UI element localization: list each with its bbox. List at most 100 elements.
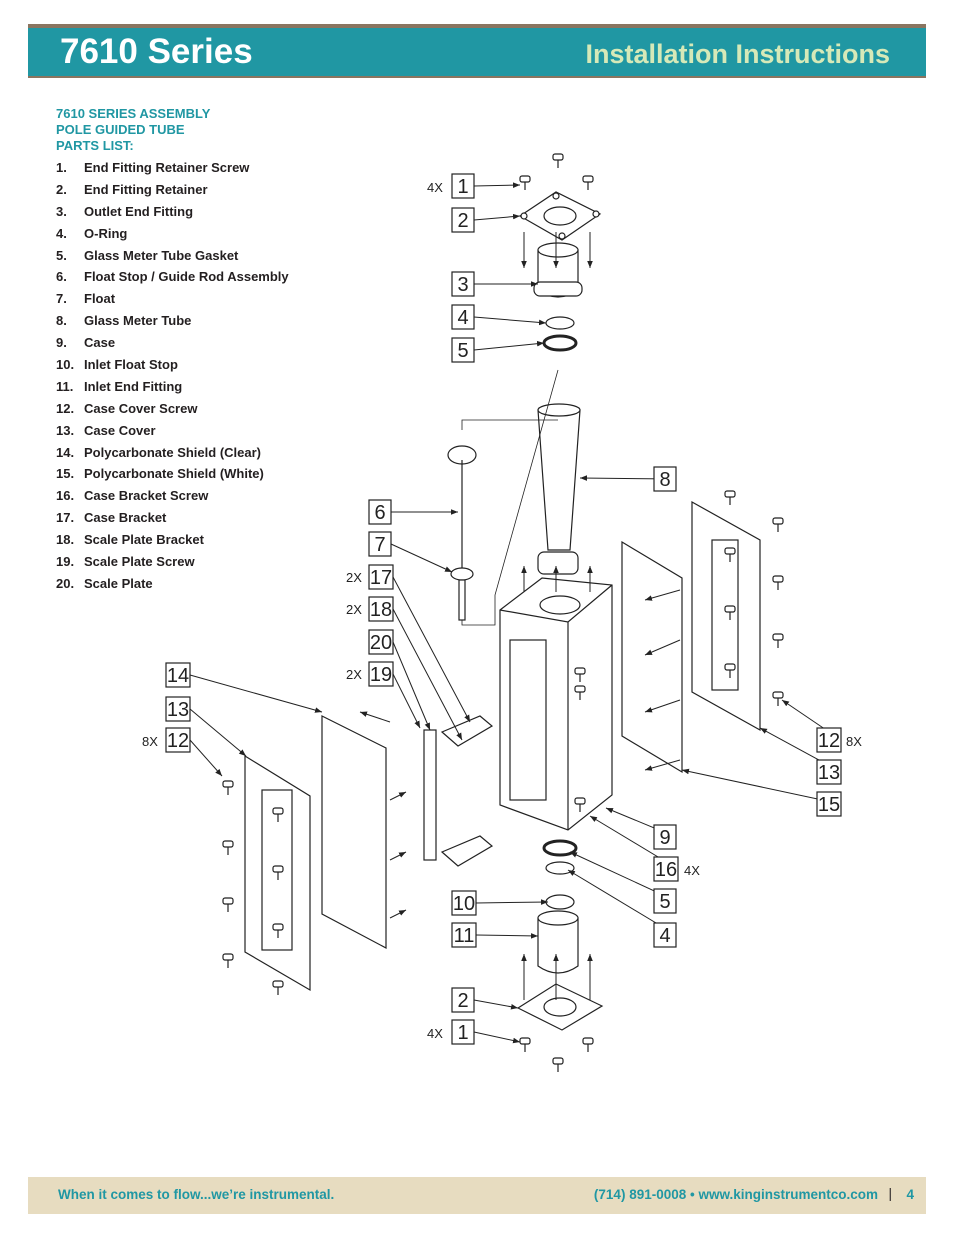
part-number: 14. <box>56 444 75 460</box>
page-subtitle: Installation Instructions <box>585 39 890 69</box>
part-label: Outlet End Fitting <box>84 203 194 219</box>
glass-tube-base <box>537 551 579 575</box>
callout-box <box>451 1019 475 1045</box>
part-label: Polycarbonate Shield (White) <box>84 466 264 482</box>
callout-label: 2 <box>457 210 468 232</box>
parts-list-item: 7.Float <box>56 288 289 310</box>
case-cover-screw <box>272 865 284 873</box>
callout-label: 19 <box>370 664 392 686</box>
assembly-arrow <box>389 909 407 919</box>
parts-list-item: 19.Scale Plate Screw <box>56 551 289 573</box>
callout-box <box>451 890 477 916</box>
part-label: Scale Plate Screw <box>84 554 195 570</box>
callout-leader <box>189 739 223 777</box>
header-top-rule <box>28 24 926 28</box>
case-cover-screw <box>772 575 784 583</box>
inlet-float-stop <box>545 894 575 910</box>
callout-leader <box>473 999 519 1010</box>
retainer-screw-hole <box>520 212 528 220</box>
outlet-end-fitting-flange <box>533 281 583 297</box>
retainer-hole <box>543 206 577 226</box>
case-cover-screw <box>222 897 234 905</box>
part-label: Float Stop / Guide Rod Assembly <box>84 269 289 285</box>
callout-box <box>451 922 477 948</box>
case-cover-screw <box>222 780 234 788</box>
callout-leader <box>390 543 453 573</box>
retainer-screw-hole <box>552 192 560 200</box>
part-number: 4. <box>56 225 67 241</box>
quantity-label: 2X <box>346 667 362 682</box>
callout-box <box>368 499 392 525</box>
parts-list-item: 3.Outlet End Fitting <box>56 201 289 223</box>
callout-label: 8 <box>659 469 670 491</box>
callout-box <box>368 564 394 590</box>
case-cover-screw <box>724 547 736 555</box>
callout-label: 16 <box>655 859 677 881</box>
case-cover-screw <box>724 490 736 498</box>
callout-box <box>451 173 475 199</box>
callout-label: 9 <box>659 827 670 849</box>
quantity-label: 8X <box>846 734 862 749</box>
parts-list-item: 6.Float Stop / Guide Rod Assembly <box>56 266 289 288</box>
cover-window <box>261 789 293 951</box>
callout-leader <box>475 899 549 905</box>
assembly-arrow <box>389 791 407 801</box>
part-number: 12. <box>56 400 75 416</box>
callout-label: 13 <box>167 699 189 721</box>
part-number: 9. <box>56 335 67 351</box>
quantity-label: 2X <box>346 602 362 617</box>
callout-box <box>451 207 475 233</box>
parts-list-item: 2.End Fitting Retainer <box>56 179 289 201</box>
parts-list-item: 4.O-Ring <box>56 223 289 245</box>
callout-box <box>816 759 842 785</box>
callout-leader <box>473 340 545 351</box>
glass-meter-tube <box>537 409 581 551</box>
callout-label: 1 <box>457 176 468 198</box>
parts-list-item: 16.Case Bracket Screw <box>56 485 289 507</box>
case-bracket-screw <box>574 797 586 805</box>
part-label: Case Bracket Screw <box>84 488 209 504</box>
callout-leader <box>392 673 421 729</box>
parts-list-item: 1.End Fitting Retainer Screw <box>56 157 289 179</box>
inlet-end-fitting <box>537 917 579 974</box>
part-label: Case Cover Screw <box>84 400 198 416</box>
callout-label: 6 <box>374 502 385 524</box>
parts-list-item: 17.Case Bracket <box>56 507 289 529</box>
part-label: Glass Meter Tube <box>84 313 192 329</box>
inlet-end-fitting-top <box>537 910 579 926</box>
callout-leader <box>189 674 323 713</box>
callout-leader <box>473 316 547 326</box>
callout-leader <box>473 213 521 221</box>
callout-box <box>451 987 475 1013</box>
case-cover-screw <box>272 807 284 815</box>
part-label: Float <box>84 291 116 307</box>
callout-label: 20 <box>370 632 392 654</box>
page-title: 7610 Series <box>60 32 253 71</box>
part-number: 15. <box>56 466 75 482</box>
callout-box <box>165 727 191 753</box>
parts-list-heading-line: POLE GUIDED TUBE <box>56 122 185 137</box>
part-number: 10. <box>56 357 75 373</box>
parts-list-item: 15. Polycarbonate Shield (White) <box>56 463 289 485</box>
part-number: 11. <box>56 378 74 394</box>
callout-label: 11 <box>454 925 475 947</box>
part-number: 8. <box>56 313 67 329</box>
part-number: 13. <box>56 422 75 438</box>
header-bottom-rule <box>28 76 926 78</box>
screw <box>582 1037 594 1045</box>
assembly-arrow <box>359 711 391 723</box>
quantity-label: 2X <box>346 570 362 585</box>
page-footer: When it comes to flow...we’re instrument… <box>28 1177 926 1214</box>
part-label: Glass Meter Tube Gasket <box>84 247 239 263</box>
parts-list-heading-line: PARTS LIST: <box>56 138 134 153</box>
part-number: 1. <box>56 160 67 175</box>
quantity-label: 4X <box>427 1026 443 1041</box>
part-label: Case Bracket <box>84 510 167 526</box>
parts-list-item: 12. Case Cover Screw <box>56 398 289 420</box>
retainer-screw-hole <box>558 232 566 240</box>
assembly-arrow <box>389 851 407 861</box>
callout-label: 4 <box>457 307 468 329</box>
callout-box <box>451 337 475 363</box>
part-label: End Fitting Retainer <box>84 181 208 197</box>
